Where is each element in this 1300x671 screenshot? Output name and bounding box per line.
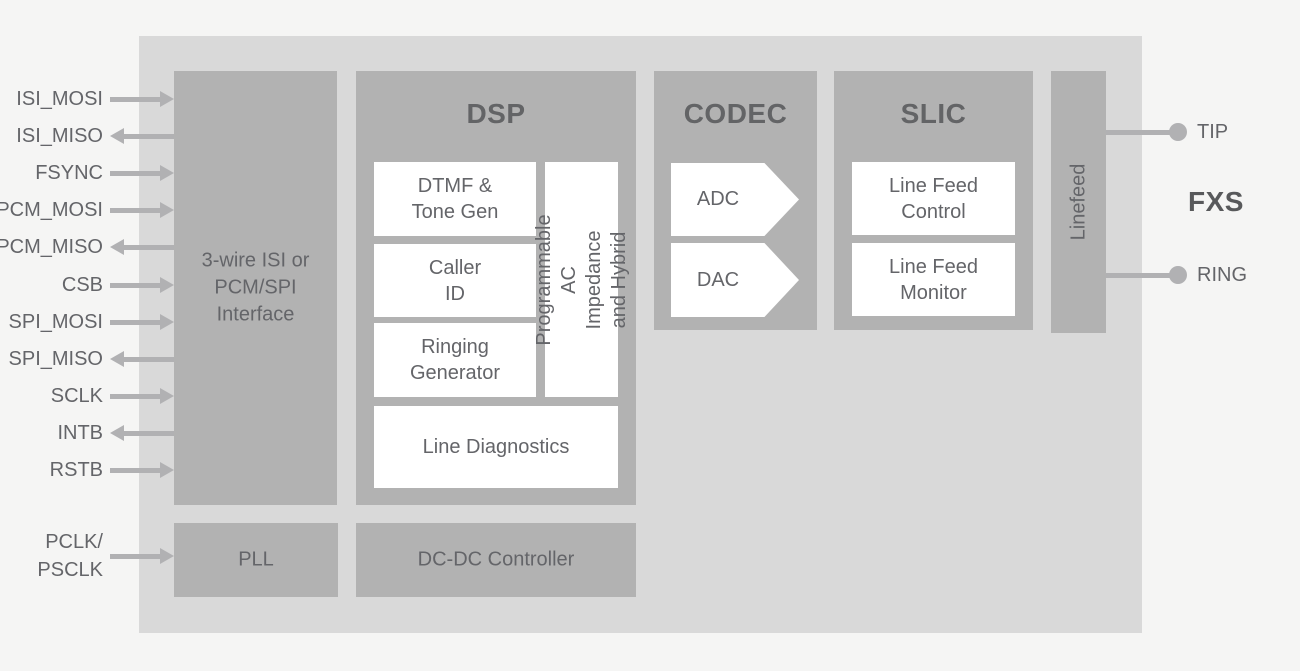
- arrow-out-icon: [110, 424, 174, 442]
- pin-row-isi-miso: ISI_MISO: [0, 121, 200, 151]
- arrow-out-icon: [110, 127, 174, 145]
- pin-row-spi-mosi: SPI_MOSI: [0, 307, 200, 337]
- pin-label: INTB: [57, 422, 103, 444]
- arrow-in-icon: [110, 461, 174, 479]
- pin-row-pclk-psclk: PCLK/ PSCLK: [0, 528, 200, 584]
- codec-title: CODEC: [683, 98, 788, 129]
- arrow-in-icon: [110, 313, 174, 331]
- dsp-block: DSP DTMF & Tone Gen Caller ID Ringing Ge…: [356, 71, 636, 505]
- pin-row-sclk: SCLK: [0, 381, 200, 411]
- linefeed-label: Linefeed: [1067, 163, 1089, 241]
- arrow-in-icon: [110, 90, 174, 108]
- pll-block: PLL: [174, 523, 338, 597]
- pin-label: SCLK: [50, 385, 103, 407]
- ringing-generator-box: Ringing Generator: [374, 323, 536, 397]
- caller-id-box: Caller ID: [374, 244, 536, 317]
- fxs-label: FXS: [1188, 186, 1244, 217]
- pin-label: SPI_MOSI: [8, 311, 103, 333]
- dac-arrow: DAC: [671, 243, 799, 317]
- ac-impedance-box: Programmable AC Impedance and Hybrid: [533, 162, 630, 397]
- linefeed-block: Linefeed: [1051, 71, 1106, 333]
- ac-impedance-label: Programmable AC Impedance and Hybrid: [532, 213, 630, 346]
- arrow-out-icon: [110, 238, 174, 256]
- pin-row-rstb: RSTB: [0, 455, 200, 485]
- arrow-in-icon: [110, 164, 174, 182]
- tip-line: [1106, 130, 1178, 135]
- adc-label: ADC: [696, 188, 740, 210]
- dsp-title: DSP: [466, 98, 526, 129]
- tip-circle-icon: [1169, 123, 1187, 141]
- arrow-in-icon: [110, 547, 174, 565]
- pin-row-pcm-mosi: PCM_MOSI: [0, 195, 200, 225]
- pin-label: RSTB: [49, 459, 103, 481]
- pin-row-fsync: FSYNC: [0, 158, 200, 188]
- pin-label: SPI_MISO: [8, 348, 103, 370]
- pin-label: PCLK/ PSCLK: [37, 531, 103, 581]
- interface-block-label: 3-wire ISI or PCM/SPI Interface: [201, 249, 310, 326]
- arrow-in-icon: [110, 201, 174, 219]
- pin-label: ISI_MISO: [16, 125, 103, 147]
- ring-label: RING: [1197, 264, 1247, 286]
- pin-row-spi-miso: SPI_MISO: [0, 344, 200, 374]
- slic-block: SLIC Line Feed Control Line Feed Monitor: [834, 71, 1033, 330]
- pin-label: CSB: [61, 274, 103, 296]
- pin-row-pcm-miso: PCM_MISO: [0, 232, 200, 262]
- line-feed-monitor-box: Line Feed Monitor: [852, 243, 1015, 316]
- pin-label: ISI_MOSI: [16, 88, 103, 110]
- tip-label: TIP: [1197, 121, 1229, 143]
- ring-line: [1106, 273, 1178, 278]
- line-diagnostics-box: Line Diagnostics: [374, 406, 618, 488]
- arrow-out-icon: [110, 350, 174, 368]
- dcdc-controller-block: DC-DC Controller: [356, 523, 636, 597]
- dtmf-tone-gen-box: DTMF & Tone Gen: [374, 162, 536, 236]
- pin-label: PCM_MISO: [0, 236, 103, 258]
- pin-row-intb: INTB: [0, 418, 200, 448]
- ring-circle-icon: [1169, 266, 1187, 284]
- pll-label: PLL: [238, 548, 274, 571]
- dcdc-controller-label: DC-DC Controller: [417, 548, 575, 571]
- codec-block: CODEC ADC DAC: [654, 71, 817, 330]
- arrow-in-icon: [110, 387, 174, 405]
- pin-label: FSYNC: [35, 162, 103, 184]
- dac-label: DAC: [696, 268, 740, 291]
- pin-row-csb: CSB: [0, 270, 200, 300]
- slic-title: SLIC: [900, 98, 967, 129]
- pin-row-isi-mosi: ISI_MOSI: [0, 84, 200, 114]
- pin-label: PCM_MOSI: [0, 199, 103, 221]
- arrow-in-icon: [110, 276, 174, 294]
- line-feed-control-box: Line Feed Control: [852, 162, 1015, 235]
- interface-block: 3-wire ISI or PCM/SPI Interface: [174, 71, 337, 505]
- adc-arrow: ADC: [671, 163, 799, 236]
